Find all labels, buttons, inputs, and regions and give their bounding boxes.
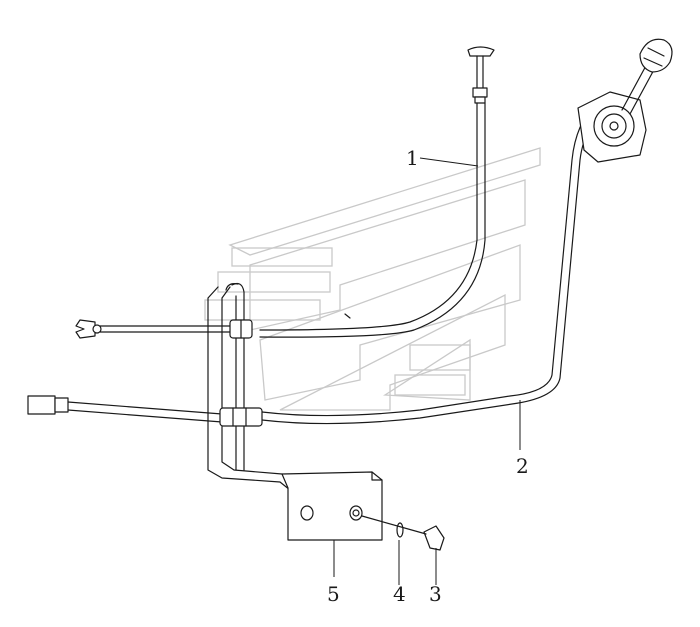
callout-1: 1	[406, 146, 419, 170]
bolt	[361, 515, 445, 551]
washer	[396, 522, 404, 538]
pull-cable	[75, 46, 495, 339]
watermark-logo	[204, 147, 541, 411]
leader-lines	[333, 157, 521, 585]
bracket-tube	[225, 282, 245, 471]
callout-5: 5	[327, 582, 340, 606]
callout-3: 3	[429, 582, 442, 606]
control-cable	[27, 38, 673, 425]
mounting-bracket	[207, 286, 383, 541]
cable-clamp-lower	[219, 407, 263, 427]
callout-4: 4	[393, 582, 406, 606]
callout-2: 2	[516, 454, 529, 478]
cable-clamp-upper	[229, 319, 253, 339]
